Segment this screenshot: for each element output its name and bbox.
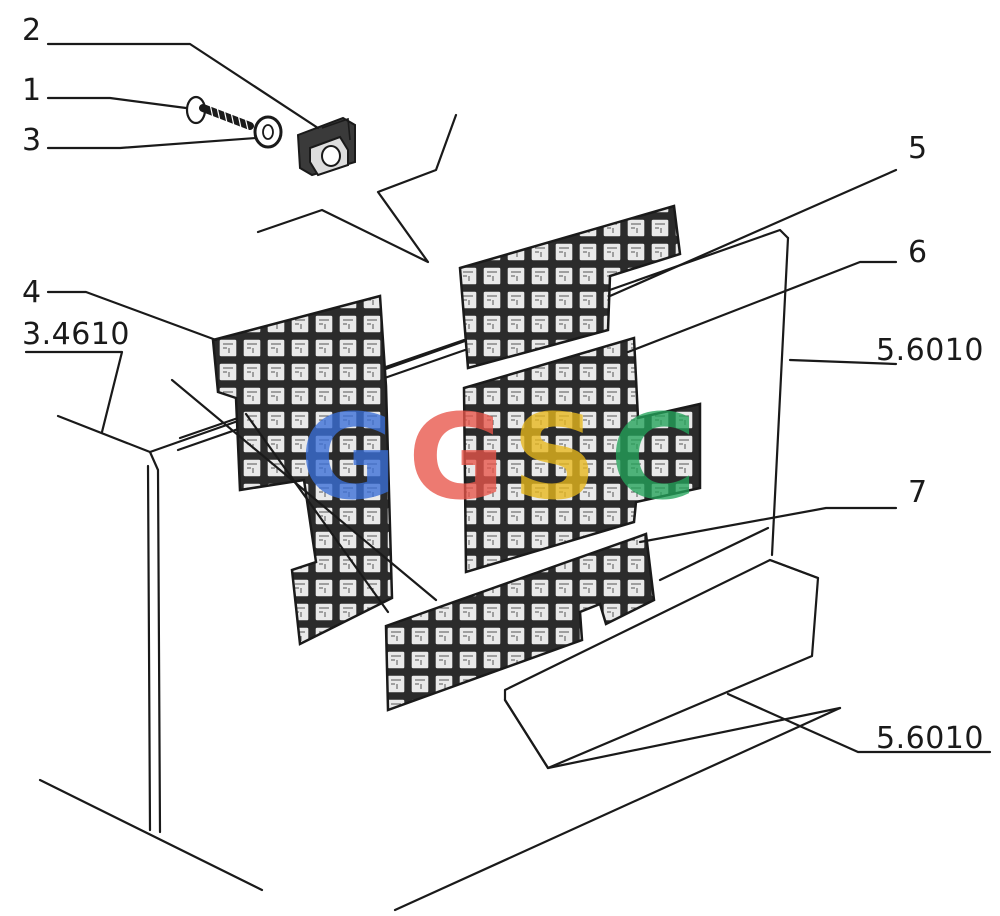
body-panel-outline — [38, 228, 842, 912]
leader-ref-right-bottom — [726, 692, 992, 754]
leader-6 — [626, 260, 898, 354]
callout-4: 4 — [22, 275, 42, 310]
watermark-letter-4: C — [610, 388, 697, 526]
leader-trim-up — [658, 526, 770, 582]
callout-ref-right-top: 5.6010 — [876, 333, 984, 368]
leader-3 — [46, 136, 258, 150]
leader-5 — [608, 168, 898, 298]
watermark-logo: G G S C — [300, 388, 697, 526]
callout-2: 2 — [22, 13, 42, 48]
leader-1 — [46, 96, 188, 110]
callout-7: 7 — [908, 475, 928, 510]
washer-icon — [253, 115, 283, 149]
leader-2 — [46, 42, 320, 130]
leader-diag-b — [244, 412, 390, 614]
callout-5: 5 — [908, 131, 928, 166]
leader-lines — [24, 42, 992, 770]
callout-3: 3 — [22, 123, 42, 158]
watermark-letter-1: G — [300, 388, 397, 526]
leader-ref-left — [24, 350, 124, 434]
bottom-trim-strip — [503, 558, 820, 770]
leader-4 — [46, 290, 218, 342]
grille-panel-5 — [458, 204, 682, 370]
leader-diag-a — [170, 378, 438, 602]
leader-7 — [638, 506, 898, 544]
watermark-letter-2: G — [408, 388, 505, 526]
leader-ref-right-top — [788, 358, 898, 366]
callout-ref-right-bottom: 5.6010 — [876, 721, 984, 756]
grille-panel-7 — [384, 532, 656, 712]
screw-icon — [185, 95, 254, 131]
clip-nut-icon — [296, 116, 356, 177]
watermark-letter-3: S — [512, 388, 597, 526]
grille-panel-6 — [462, 336, 702, 574]
leader-trim-down — [546, 706, 842, 770]
break-line — [256, 113, 458, 264]
callout-1: 1 — [22, 73, 42, 108]
callout-6: 6 — [908, 235, 928, 270]
callout-ref-left: 3.4610 — [22, 317, 130, 352]
fastener-group — [185, 95, 458, 264]
